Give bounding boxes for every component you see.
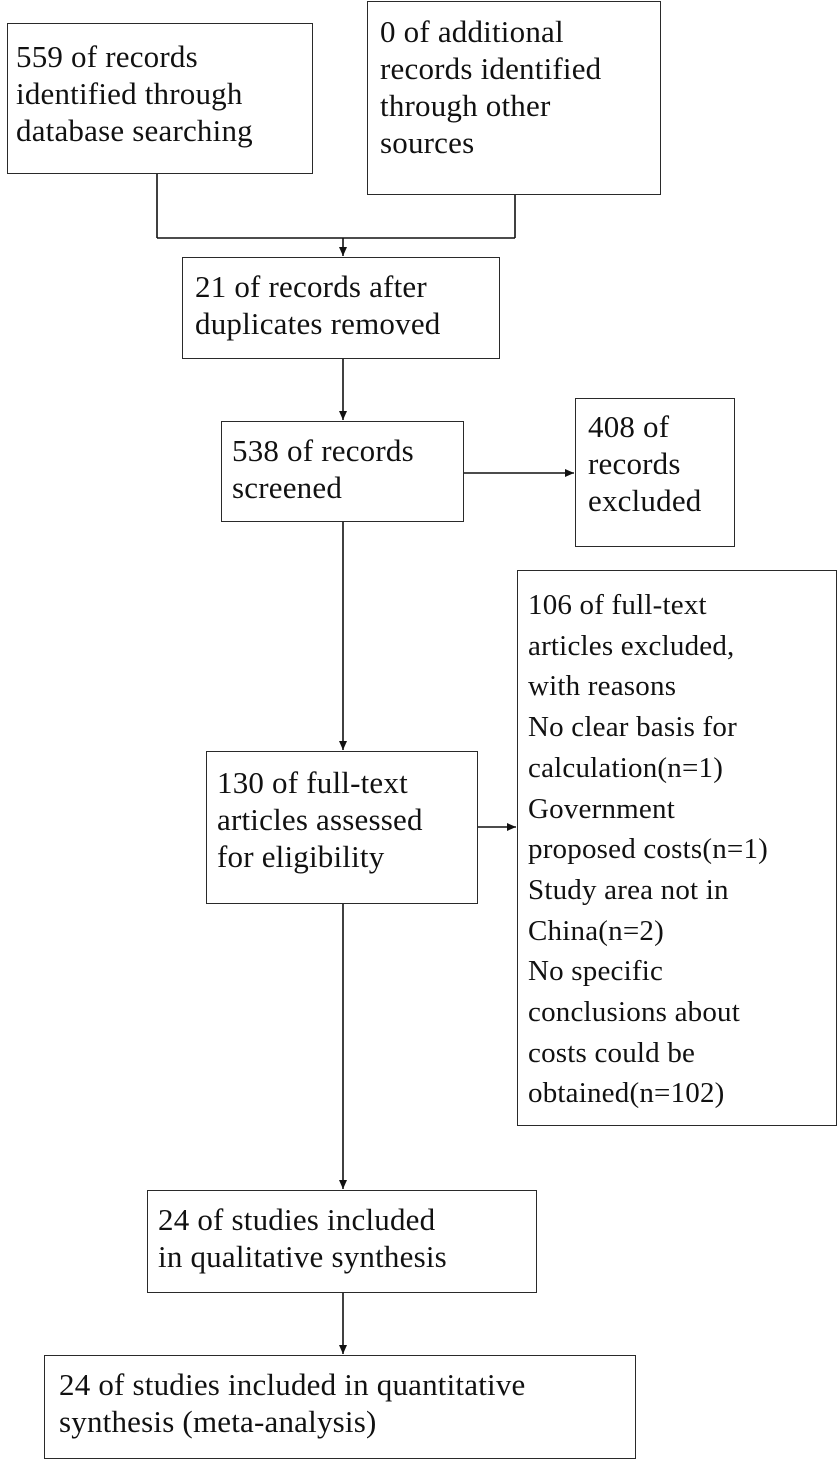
exclusion-reason-line: conclusions about (528, 996, 741, 1029)
exclusion-reason-line: China(n=2) (528, 914, 664, 947)
exclusion-reason-line: Government (528, 792, 675, 825)
box-text-line: 559 of records (16, 39, 198, 74)
exclusion-reason-line: No clear basis for (528, 711, 737, 744)
exclusion-reason-line: obtained(n=102) (528, 1077, 725, 1110)
fulltext-excluded-box: 106 of full-text articles excluded, with… (517, 570, 837, 1126)
box-text-line: sources (380, 125, 475, 160)
other-sources-box: 0 of additional records identified throu… (367, 1, 661, 195)
box-text-line: 538 of records (232, 433, 414, 468)
box-text-line: screened (232, 470, 343, 505)
box-text-line: records identified (380, 51, 602, 86)
box-text-line: 130 of full-text (217, 765, 408, 800)
box-text-line: 21 of records after (195, 269, 427, 304)
box-text-line: through other (380, 88, 551, 123)
box-text-line: 24 of studies included (158, 1202, 436, 1237)
box-text-line: articles excluded, (528, 629, 735, 662)
exclusion-reason-line: No specific (528, 955, 664, 988)
box-text-line: excluded (588, 483, 702, 518)
box-text-line: identified through (16, 76, 243, 111)
exclusion-reason-line: proposed costs(n=1) (528, 833, 769, 866)
box-text-line: in qualitative synthesis (158, 1239, 447, 1274)
box-text-line: synthesis (meta-analysis) (59, 1404, 377, 1439)
exclusion-reason-line: Study area not in (528, 873, 729, 906)
fulltext-assessed-box: 130 of full-text articles assessed for e… (206, 751, 478, 904)
exclusion-reason-line: costs could be (528, 1036, 696, 1069)
box-text-line: records (588, 446, 681, 481)
records-screened-box: 538 of records screened (221, 421, 464, 522)
quantitative-synthesis-box: 24 of studies included in quantitative s… (44, 1355, 636, 1459)
box-text-line: 408 of (588, 409, 670, 444)
database-search-box: 559 of records identified through databa… (7, 23, 313, 174)
box-text-line: database searching (16, 113, 253, 148)
records-excluded-box: 408 of records excluded (575, 398, 735, 547)
box-text-line: 24 of studies included in quantitative (59, 1367, 526, 1402)
box-text-line: for eligibility (217, 839, 385, 874)
qualitative-synthesis-box: 24 of studies included in qualitative sy… (147, 1190, 537, 1293)
box-text-line: 0 of additional (380, 14, 564, 49)
box-text-line: articles assessed (217, 802, 423, 837)
box-text-line: with reasons (528, 670, 677, 703)
box-text-line: 106 of full-text (528, 589, 707, 621)
duplicates-removed-box: 21 of records after duplicates removed (182, 257, 500, 359)
exclusion-reason-line: calculation(n=1) (528, 751, 724, 784)
box-text-line: duplicates removed (195, 306, 441, 341)
